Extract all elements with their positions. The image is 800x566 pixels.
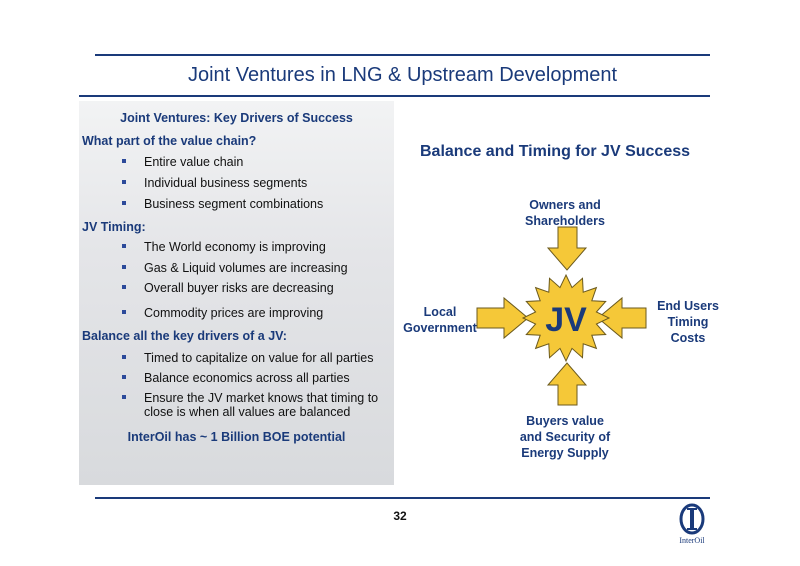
- jv-forces-diagram: JV: [476, 226, 647, 406]
- panel-heading: Joint Ventures: Key Drivers of Success: [120, 111, 353, 125]
- right-arrow-icon: [476, 296, 529, 340]
- bullet-icon: [122, 180, 126, 184]
- bullet-icon: [122, 285, 126, 289]
- boe-potential-note: InterOil has ~ 1 Billion BOE potential: [127, 430, 346, 444]
- down-arrow-icon: [546, 226, 588, 271]
- section-heading-value-chain: What part of the value chain?: [82, 134, 257, 148]
- slide-title: Joint Ventures in LNG & Upstream Develop…: [187, 64, 618, 86]
- up-arrow-icon: [546, 362, 588, 406]
- interoil-logo-icon: [679, 503, 705, 535]
- left-arrow-icon: [597, 296, 647, 340]
- label-local-government: Local Government: [403, 305, 477, 335]
- page-number: 32: [393, 509, 407, 523]
- bullet-icon: [122, 355, 126, 359]
- jv-starburst-icon: [521, 273, 611, 363]
- footer-rule: [95, 497, 710, 499]
- label-owners-shareholders: Owners and Shareholders: [525, 198, 605, 228]
- label-end-users-timing-costs: End Users Timing Costs: [657, 299, 719, 345]
- title-underline: [79, 95, 710, 97]
- logo-wordmark: InterOil: [679, 536, 705, 545]
- bullet-icon: [122, 201, 126, 205]
- section-heading-balance-drivers: Balance all the key drivers of a JV:: [82, 329, 287, 343]
- key-drivers-panel: Joint Ventures: Key Drivers of Success W…: [79, 101, 394, 485]
- label-buyers-value: Buyers value and Security of Energy Supp…: [519, 414, 611, 460]
- bullet-icon: [122, 395, 126, 399]
- bullet-icon: [122, 375, 126, 379]
- bullet-icon: [122, 159, 126, 163]
- diagram-title: Balance and Timing for JV Success: [419, 143, 691, 160]
- jv-center-label: JV: [545, 301, 587, 339]
- section-heading-jv-timing: JV Timing:: [82, 220, 146, 234]
- bullet-icon: [122, 310, 126, 314]
- bullet-icon: [122, 265, 126, 269]
- bullet-icon: [122, 244, 126, 248]
- interoil-logo: InterOil: [672, 502, 712, 552]
- top-rule: [95, 54, 710, 56]
